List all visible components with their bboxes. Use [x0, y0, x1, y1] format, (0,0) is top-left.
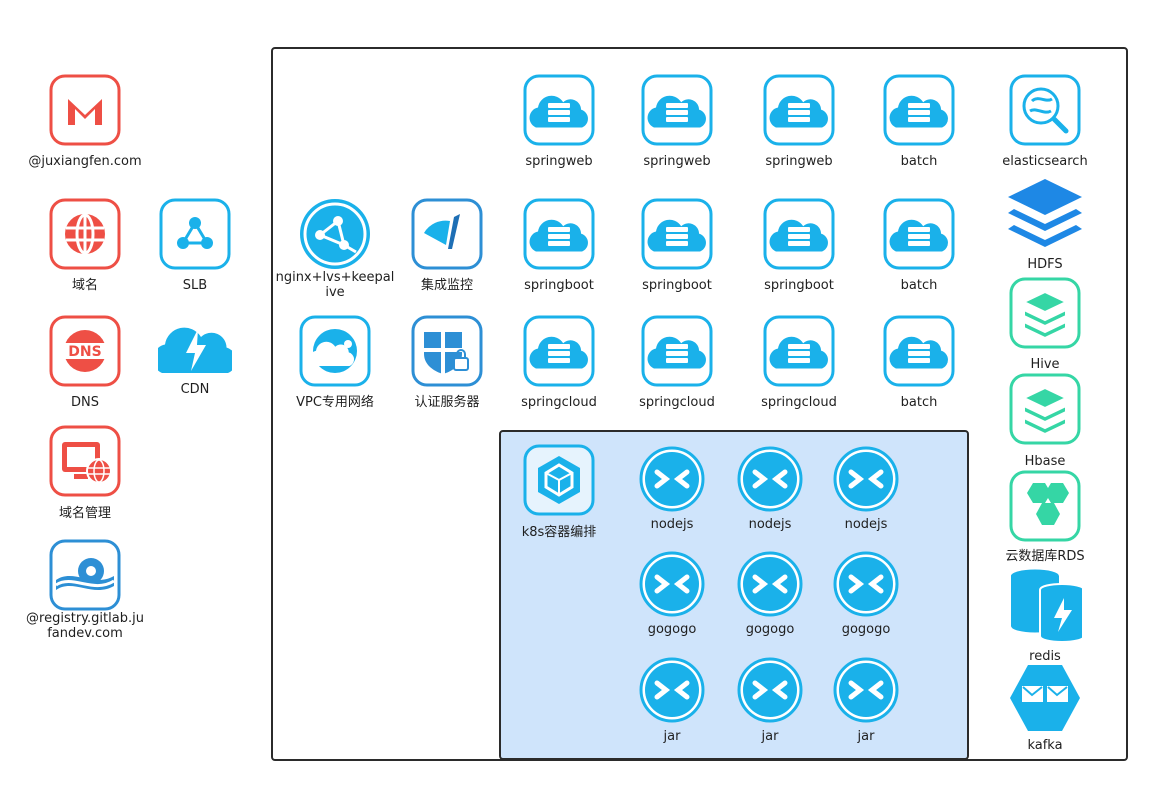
node-label: gogogo [647, 622, 697, 637]
node-label: gogogo [841, 622, 891, 637]
redis-icon [1009, 568, 1082, 642]
batch-icon-1 [883, 74, 955, 146]
node-label: Hbase [1024, 454, 1066, 469]
jar-icon-3 [833, 657, 899, 723]
springcloud-icon-2 [641, 315, 713, 387]
node-label: batch [900, 278, 938, 293]
gogogo-icon-1 [639, 551, 705, 617]
nodejs-icon-1 [639, 446, 705, 512]
kafka-icon [1010, 665, 1080, 731]
node-label: 域名管理 [58, 506, 111, 521]
gogogo-icon-2 [737, 551, 803, 617]
node-label: redis [1029, 649, 1061, 664]
nodejs-icon-2 [737, 446, 803, 512]
springweb-icon-1 [523, 74, 595, 146]
svg-text:DNS: DNS [68, 344, 101, 360]
node-label: nodejs [650, 517, 694, 532]
hive-icon [1009, 277, 1081, 349]
node-label: VPC专用网络 [296, 395, 374, 410]
springcloud-icon-3 [763, 315, 835, 387]
springboot-icon-3 [763, 198, 835, 270]
node-label: nodejs [748, 517, 792, 532]
jar-icon-2 [737, 657, 803, 723]
springweb-icon-3 [763, 74, 835, 146]
cdn-icon [158, 327, 232, 373]
node-label: 集成监控 [420, 278, 473, 293]
node-label: HDFS [1027, 257, 1063, 272]
springcloud-icon-1 [523, 315, 595, 387]
node-label: DNS [71, 395, 99, 410]
k8s-icon [523, 444, 595, 516]
slb-icon [159, 198, 231, 270]
domain-icon [49, 198, 121, 270]
node-label: jar [761, 729, 779, 744]
node-label: 域名 [71, 278, 98, 293]
node-label: nodejs [844, 517, 888, 532]
node-label: batch [900, 395, 938, 410]
dns-icon: DNS [49, 315, 121, 387]
hdfs-icon [1008, 179, 1082, 247]
node-label: springweb [525, 154, 593, 169]
registry-icon [49, 539, 121, 611]
node-label: nginx+lvs+keepalive [275, 270, 395, 300]
node-label: 认证服务器 [414, 395, 480, 410]
hbase-icon [1009, 373, 1081, 445]
node-label: SLB [182, 278, 208, 293]
domain-manage-icon [49, 425, 121, 497]
vpc-icon [299, 315, 371, 387]
node-label: @registry.gitlab.jufandev.com [26, 611, 144, 641]
auth-service-icon [411, 315, 483, 387]
node-label: springboot [642, 278, 712, 293]
nginx-icon [300, 199, 370, 269]
gmail-icon [49, 74, 121, 146]
elasticsearch-icon [1009, 74, 1081, 146]
node-label: CDN [180, 382, 210, 397]
springboot-icon-2 [641, 198, 713, 270]
gogogo-icon-3 [833, 551, 899, 617]
rds-icon [1009, 470, 1081, 542]
node-label: jar [663, 729, 681, 744]
node-label: springboot [524, 278, 594, 293]
node-label: kafka [1027, 738, 1063, 753]
nodejs-icon-3 [833, 446, 899, 512]
node-label: k8s容器编排 [521, 525, 597, 540]
node-label: springboot [764, 278, 834, 293]
springweb-icon-2 [641, 74, 713, 146]
node-label: elasticsearch [1002, 154, 1088, 169]
node-label: springcloud [639, 395, 715, 410]
node-label: springweb [643, 154, 711, 169]
springboot-icon-1 [523, 198, 595, 270]
node-label: springweb [765, 154, 833, 169]
node-label: springcloud [521, 395, 597, 410]
node-label: Hive [1030, 357, 1060, 372]
node-label: @juxiangfen.com [28, 154, 142, 169]
node-label: batch [900, 154, 938, 169]
batch-icon-2 [883, 198, 955, 270]
node-label: 云数据库RDS [1005, 549, 1085, 564]
node-label: jar [857, 729, 875, 744]
batch-icon-3 [883, 315, 955, 387]
node-label: springcloud [761, 395, 837, 410]
node-label: gogogo [745, 622, 795, 637]
monitor-icon [411, 198, 483, 270]
jar-icon-1 [639, 657, 705, 723]
